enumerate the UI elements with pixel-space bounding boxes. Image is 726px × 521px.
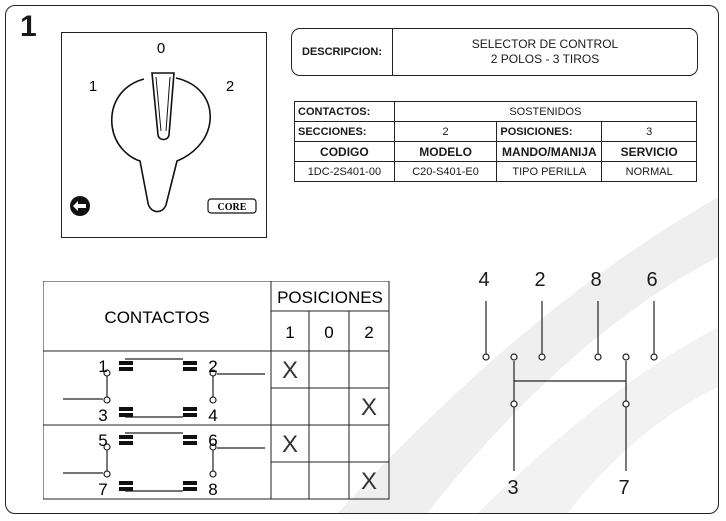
dial-position-0: 0: [157, 40, 165, 57]
description-box: DESCRIPCION: SELECTOR DE CONTROL 2 POLOS…: [291, 28, 698, 76]
contact-number-5: 5: [98, 431, 107, 450]
background-arcs: [337, 197, 718, 513]
contact-table: CONTACTOS POSICIONES 1 0 2 1 2 3 4: [43, 281, 390, 500]
position-label-2: 2: [364, 323, 373, 342]
spec-data-row: 1DC-2S401-00 C20-S401-E0 TIPO PERILLA NO…: [294, 161, 697, 182]
contact-group-1: [63, 358, 265, 418]
mark-r2-p2: X: [361, 394, 377, 421]
contact-number-2: 2: [208, 357, 217, 376]
terminal-2: 2: [534, 269, 545, 291]
header-mando: MANDO/MANIJA: [496, 141, 603, 162]
contactos-label: CONTACTOS:: [294, 101, 395, 122]
svg-text:CORE: CORE: [218, 202, 247, 213]
terminal-4: 4: [478, 269, 489, 291]
position-label-0: 0: [324, 323, 333, 342]
contact-number-1: 1: [98, 357, 107, 376]
posiciones-value: 3: [601, 121, 697, 142]
diagram-frame: 1 0 1 2 CORE DESCRIPCION: SELECTOR D: [5, 5, 719, 514]
dial-position-1: 1: [89, 78, 97, 95]
secciones-value: 2: [393, 121, 498, 142]
selector-knob: [111, 72, 211, 213]
codigo-value: 1DC-2S401-00: [294, 161, 395, 182]
posiciones-header: POSICIONES: [277, 288, 383, 307]
mando-value: TIPO PERILLA: [496, 161, 603, 182]
header-modelo: MODELO: [393, 141, 498, 162]
wiring-diagram: 4 2 8 6 3 7: [478, 269, 658, 499]
terminal-8: 8: [590, 269, 601, 291]
indicator-icon: [70, 196, 90, 216]
contact-number-4: 4: [208, 406, 217, 425]
spec-table: CONTACTOS: SOSTENIDOS SECCIONES: 2 POSIC…: [294, 101, 698, 182]
mark-r3-p1: X: [282, 431, 298, 458]
secciones-label: SECCIONES:: [294, 121, 395, 142]
description-line-2: 2 POLOS - 3 TIROS: [490, 52, 600, 66]
brand-logo: CORE: [207, 198, 257, 214]
contact-group-2: [63, 432, 265, 492]
servicio-value: NORMAL: [601, 161, 697, 182]
spec-row-contactos: CONTACTOS: SOSTENIDOS: [294, 101, 698, 122]
page-number: 1: [20, 10, 37, 43]
mark-r1-p1: X: [282, 357, 298, 384]
mark-r4-p2: X: [361, 468, 377, 495]
contact-number-8: 8: [208, 480, 217, 499]
contact-number-7: 7: [98, 480, 107, 499]
spec-header-row: CODIGO MODELO MANDO/MANIJA SERVICIO: [294, 141, 697, 162]
terminal-6: 6: [646, 269, 657, 291]
contactos-value: SOSTENIDOS: [393, 101, 698, 122]
terminal-7: 7: [618, 477, 629, 499]
description-line-1: SELECTOR DE CONTROL: [471, 37, 619, 51]
spec-row-secciones: SECCIONES: 2 POSICIONES: 3: [294, 121, 697, 142]
header-codigo: CODIGO: [294, 141, 395, 162]
contact-number-3: 3: [98, 406, 107, 425]
terminal-3: 3: [507, 477, 518, 499]
contact-number-6: 6: [208, 431, 217, 450]
modelo-value: C20-S401-E0: [393, 161, 498, 182]
description-label: DESCRIPCION:: [292, 29, 393, 75]
header-servicio: SERVICIO: [601, 141, 697, 162]
dial-position-2: 2: [226, 78, 234, 95]
description-value: SELECTOR DE CONTROL 2 POLOS - 3 TIROS: [393, 29, 697, 75]
posiciones-label: POSICIONES:: [496, 121, 603, 142]
product-photo: 0 1 2 CORE: [61, 32, 267, 238]
contactos-header: CONTACTOS: [104, 308, 209, 327]
position-label-1: 1: [285, 323, 294, 342]
